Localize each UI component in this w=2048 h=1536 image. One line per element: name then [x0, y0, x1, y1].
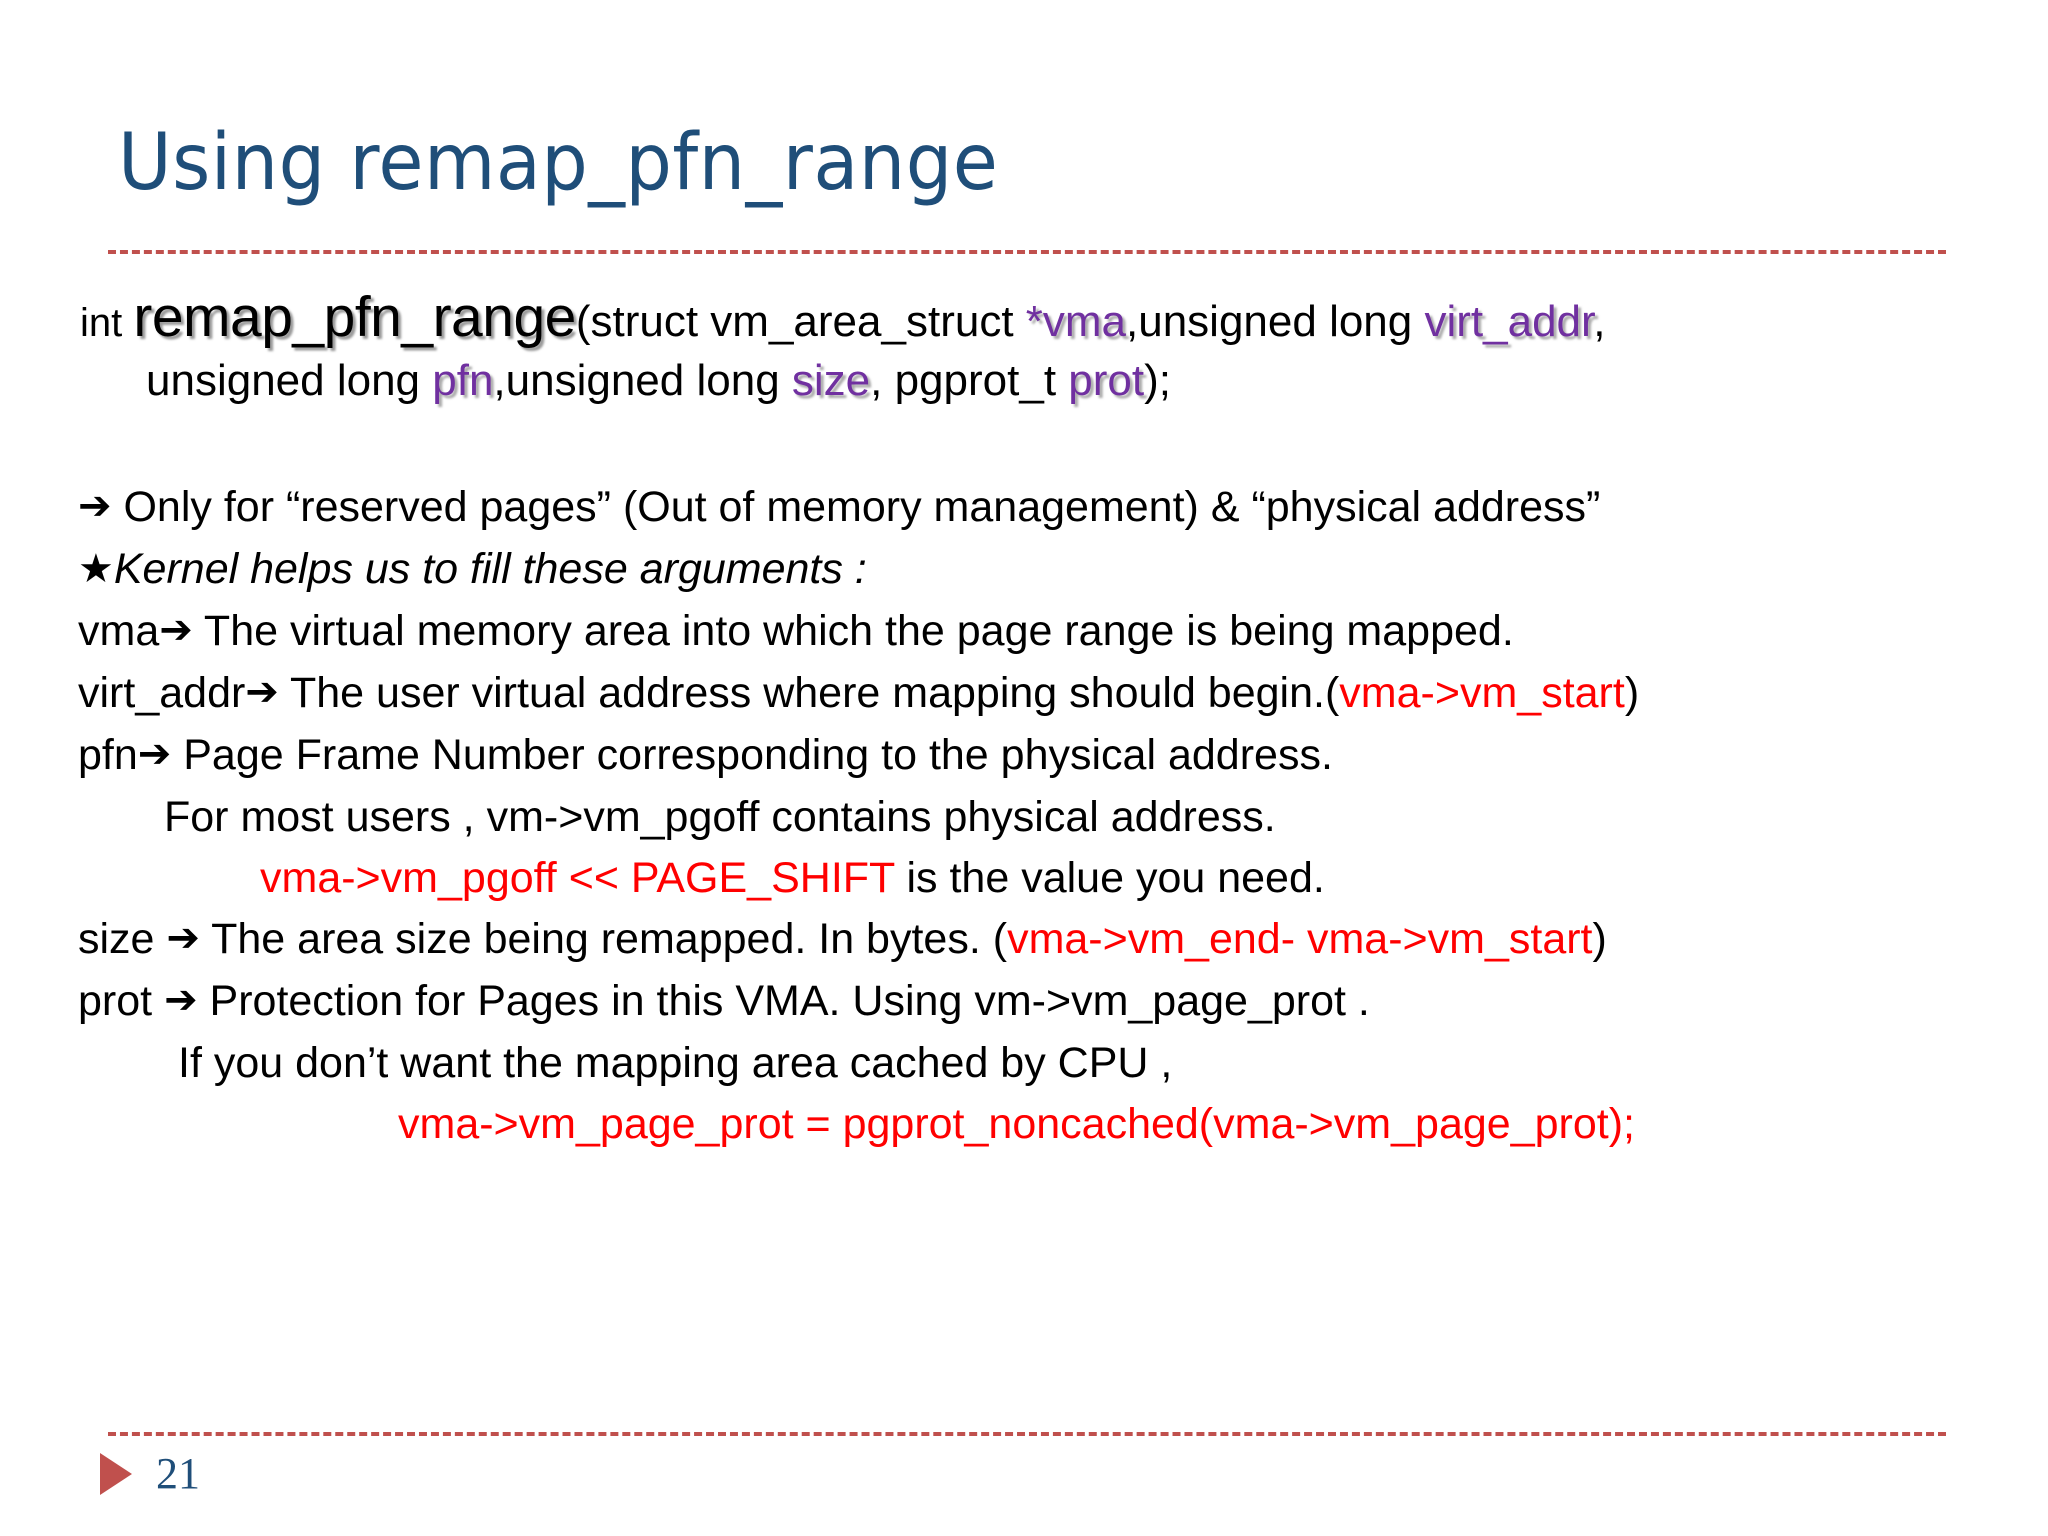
param-desc-prot: prot ➔ Protection for Pages in this VMA.… — [78, 970, 1978, 1032]
signature-after-size: , pgprot_t — [870, 356, 1069, 405]
param-desc-virt-addr-name: virt_addr — [78, 669, 246, 717]
param-note-prot-text: If you don’t want the mapping area cache… — [178, 1039, 1173, 1087]
param-desc-pfn-text: Page Frame Number corresponding to the p… — [183, 731, 1333, 779]
bullet-reserved-pages: ➔ Only for “reserved pages” (Out of memo… — [78, 476, 1978, 538]
signature-close-paren: ); — [1144, 356, 1171, 405]
page-number: 21 — [156, 1449, 200, 1498]
signature-after-virt-addr: , — [1593, 297, 1606, 346]
param-pfn: pfn — [432, 356, 494, 405]
signature-open-paren: (struct vm_area_struct — [575, 297, 1026, 346]
param-note-pfn: For most users , vm->vm_pgoff contains p… — [78, 786, 1978, 847]
code-page-shift-tail: is the value you need. — [894, 854, 1325, 902]
star-icon: ★ — [78, 546, 114, 592]
param-desc-vma: vma➔ The virtual memory area into which … — [78, 600, 1978, 662]
param-desc-prot-text: Protection for Pages in this VMA. Using … — [209, 977, 1370, 1025]
title-divider — [108, 250, 1946, 254]
title-block: Using remap_pfn_range — [118, 118, 1958, 210]
footer: 21 — [100, 1452, 200, 1496]
param-desc-size-name: size — [78, 915, 155, 963]
arrow-icon: ➔ — [78, 483, 112, 529]
code-pgprot-noncached: vma->vm_page_prot = pgprot_noncached(vma… — [398, 1100, 1635, 1148]
signature-after-pfn: ,unsigned long — [493, 356, 792, 405]
bullet-kernel-helps: ★Kernel helps us to fill these arguments… — [78, 538, 1978, 600]
spacer — [78, 410, 1978, 476]
param-desc-pfn: pfn➔ Page Frame Number corresponding to … — [78, 724, 1978, 786]
arrow-icon: ➔ — [164, 977, 198, 1023]
param-virt-addr: virt_addr — [1424, 297, 1594, 346]
param-desc-size-tail: ) — [1592, 915, 1607, 963]
param-desc-pfn-name: pfn — [78, 731, 138, 779]
param-size: size — [791, 356, 871, 405]
param-code-pfn: vma->vm_pgoff << PAGE_SHIFT is the value… — [78, 847, 1978, 908]
param-note-pfn-text: For most users , vm->vm_pgoff contains p… — [164, 793, 1276, 841]
signature-after-vma: ,unsigned long — [1126, 297, 1425, 346]
param-desc-size: size ➔ The area size being remapped. In … — [78, 908, 1978, 970]
return-type: int — [80, 301, 134, 345]
param-note-prot: If you don’t want the mapping area cache… — [78, 1032, 1978, 1093]
function-signature-line-1: int remap_pfn_range(struct vm_area_struc… — [78, 288, 1978, 352]
bullet-reserved-pages-label: Only for “reserved pages” (Out of memory… — [123, 483, 1601, 531]
param-desc-prot-name: prot — [78, 977, 153, 1025]
arrow-icon: ➔ — [245, 669, 279, 715]
arrow-icon: ➔ — [137, 731, 172, 777]
arrow-icon: ➔ — [159, 607, 193, 653]
code-vm-end-minus-vm-start: vma->vm_end- vma->vm_start — [1007, 915, 1593, 963]
triangle-icon — [100, 1453, 132, 1495]
slide-body: int remap_pfn_range(struct vm_area_struc… — [78, 288, 1978, 1154]
code-vma-vm-start: vma->vm_start — [1339, 669, 1625, 717]
param-code-prot: vma->vm_page_prot = pgprot_noncached(vma… — [78, 1093, 1978, 1154]
param-vma: *vma — [1025, 297, 1127, 346]
code-page-shift: vma->vm_pgoff << PAGE_SHIFT — [260, 854, 895, 902]
param-desc-vma-name: vma — [78, 607, 160, 655]
param-desc-virt-addr-tail: ) — [1624, 669, 1640, 717]
function-signature-line-2: unsigned long pfn,unsigned long size, pg… — [78, 352, 1978, 410]
param-desc-virt-addr: virt_addr➔ The user virtual address wher… — [78, 662, 1978, 724]
footer-divider — [108, 1432, 1946, 1436]
arrow-icon: ➔ — [166, 915, 200, 961]
bullet-kernel-helps-label: Kernel helps us to fill these arguments … — [113, 545, 867, 593]
param-desc-vma-text: The virtual memory area into which the p… — [203, 607, 1514, 655]
page-title: Using remap_pfn_range — [118, 118, 999, 208]
signature-pre-pfn: unsigned long — [146, 356, 433, 405]
param-desc-virt-addr-text: The user virtual address where mapping s… — [289, 669, 1340, 717]
param-desc-size-text: The area size being remapped. In bytes. … — [211, 915, 1008, 963]
function-name: remap_pfn_range — [133, 285, 576, 349]
param-prot: prot — [1068, 356, 1145, 405]
